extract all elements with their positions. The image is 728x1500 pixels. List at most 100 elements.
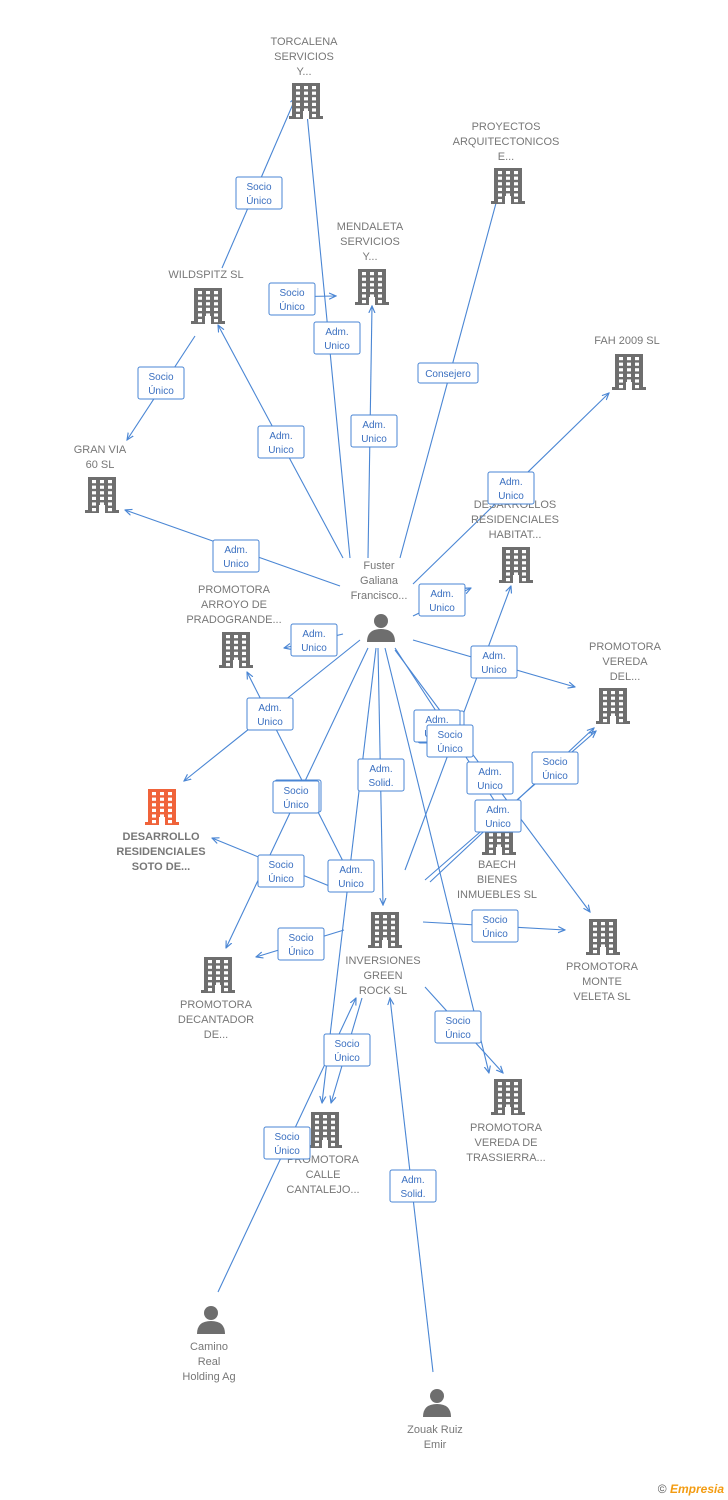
edge-label-box — [137, 366, 185, 400]
edge-label-text: Socio — [542, 757, 567, 768]
edge-label-text: Socio — [268, 860, 293, 871]
edge-label-fuster-soto[interactable]: Adm.Unico — [246, 697, 294, 731]
edge-label-text: Solid. — [400, 1189, 425, 1200]
edge-label-text: Adm. — [269, 431, 292, 442]
edge-label-text: Único — [437, 742, 463, 755]
edge-label-fuster-cantalejo[interactable]: Adm.Unico — [327, 859, 375, 893]
building-icon — [191, 288, 225, 324]
edge-label-box — [257, 854, 305, 888]
node-label: BIENES — [477, 874, 517, 886]
edge-label-fuster-desarrollos_habitat[interactable]: Adm.Unico — [418, 583, 466, 617]
node-label: Galiana — [360, 575, 399, 587]
edge-label-text: Socio — [288, 933, 313, 944]
edge-label-box — [246, 697, 294, 731]
edge-label-text: Único — [148, 384, 174, 397]
edge-label-fuster-vereda_del[interactable]: Adm.Unico — [470, 645, 518, 679]
edge-label-text: Único — [283, 798, 309, 811]
node-label: Holding Ag — [182, 1371, 235, 1383]
edge-label-text: Adm. — [325, 327, 348, 338]
node-decantador[interactable]: PROMOTORADECANTADORDE... — [178, 957, 254, 1041]
edge-label-fuster-fah[interactable]: Adm.Unico — [487, 471, 535, 505]
node-label: INMUEBLES SL — [457, 889, 537, 901]
edge-label-text: Socio — [445, 1016, 470, 1027]
building-icon — [85, 477, 119, 513]
edge-label-box — [277, 927, 325, 961]
building-icon — [145, 789, 179, 825]
edge-label-box — [235, 176, 283, 210]
edge-label-fuster-inversiones[interactable]: Adm.Solid. — [357, 758, 405, 792]
brand-logo: Empresia — [669, 1482, 724, 1496]
node-label: PROMOTORA — [180, 999, 253, 1011]
node-label: Emir — [424, 1439, 447, 1451]
edge-label-text: Adm. — [362, 420, 385, 431]
edge-label-box — [434, 1010, 482, 1044]
node-proyectos[interactable]: PROYECTOSARQUITECTONICOSE... — [453, 121, 560, 204]
node-cantalejo[interactable]: PROMOTORACALLECANTALEJO... — [286, 1112, 360, 1196]
edge-label-zouak-inversiones[interactable]: Adm.Solid. — [389, 1169, 437, 1203]
edge-label-text: Consejero — [425, 369, 471, 380]
node-label: Real — [198, 1356, 221, 1368]
edge-label-fuster-baech[interactable]: Adm.Unico — [466, 761, 514, 795]
node-fah[interactable]: FAH 2009 SL — [594, 335, 660, 390]
node-label: MONTE — [582, 976, 622, 988]
node-torcalena[interactable]: TORCALENASERVICIOSY... — [270, 36, 338, 119]
building-icon — [596, 688, 630, 724]
edge-label-text: Adm. — [369, 764, 392, 775]
node-label: DE... — [204, 1029, 228, 1041]
edge-label-text: Único — [482, 927, 508, 940]
edge-label-text: Unico — [268, 445, 294, 456]
node-label: PRADOGRANDE... — [186, 614, 281, 626]
node-label: PROMOTORA — [566, 961, 639, 973]
node-label: MENDALETA — [337, 221, 404, 233]
node-label: TRASSIERRA... — [466, 1152, 545, 1164]
edge-label-fuster-torcalena[interactable]: Adm.Unico — [313, 321, 361, 355]
edge-label-text: Socio — [279, 288, 304, 299]
edge-label-box — [327, 859, 375, 893]
edge-label-box — [389, 1169, 437, 1203]
node-desarrollos_habitat[interactable]: DESARROLLOSRESIDENCIALESHABITAT... — [471, 499, 559, 583]
edge-label-text: Unico — [361, 434, 387, 445]
node-label: 60 SL — [86, 459, 115, 471]
node-wildspitz[interactable]: WILDSPITZ SL — [168, 269, 244, 324]
edge-label-fuster-granvia[interactable]: Adm.Unico — [212, 539, 260, 573]
edge-label-fuster-proyectos[interactable]: Consejero — [417, 362, 479, 384]
edge-label-fuster-arroyo[interactable]: Adm.Unico — [290, 623, 338, 657]
node-label: INVERSIONES — [345, 955, 420, 967]
edge-label-inversiones-vereda_del[interactable]: Adm.Unico — [474, 799, 522, 833]
node-label: PROYECTOS — [472, 121, 541, 133]
brand-footer[interactable]: © Empresia — [658, 1482, 724, 1496]
edge-label-text: Único — [334, 1051, 360, 1064]
node-label: PROMOTORA — [470, 1122, 543, 1134]
edge-label-fuster-wildspitz[interactable]: Adm. Unico — [257, 425, 305, 459]
edge-label-box — [466, 761, 514, 795]
building-icon — [368, 912, 402, 948]
edge-label-text: Socio — [274, 1132, 299, 1143]
node-label: DEL... — [610, 671, 641, 683]
node-vereda_del[interactable]: PROMOTORAVEREDADEL... — [589, 641, 662, 724]
node-fuster[interactable]: FusterGalianaFrancisco... — [351, 560, 408, 642]
edge-label-fuster-mendaleta[interactable]: Adm. Unico — [350, 414, 398, 448]
node-mendaleta[interactable]: MENDALETASERVICIOSY... — [337, 221, 404, 305]
